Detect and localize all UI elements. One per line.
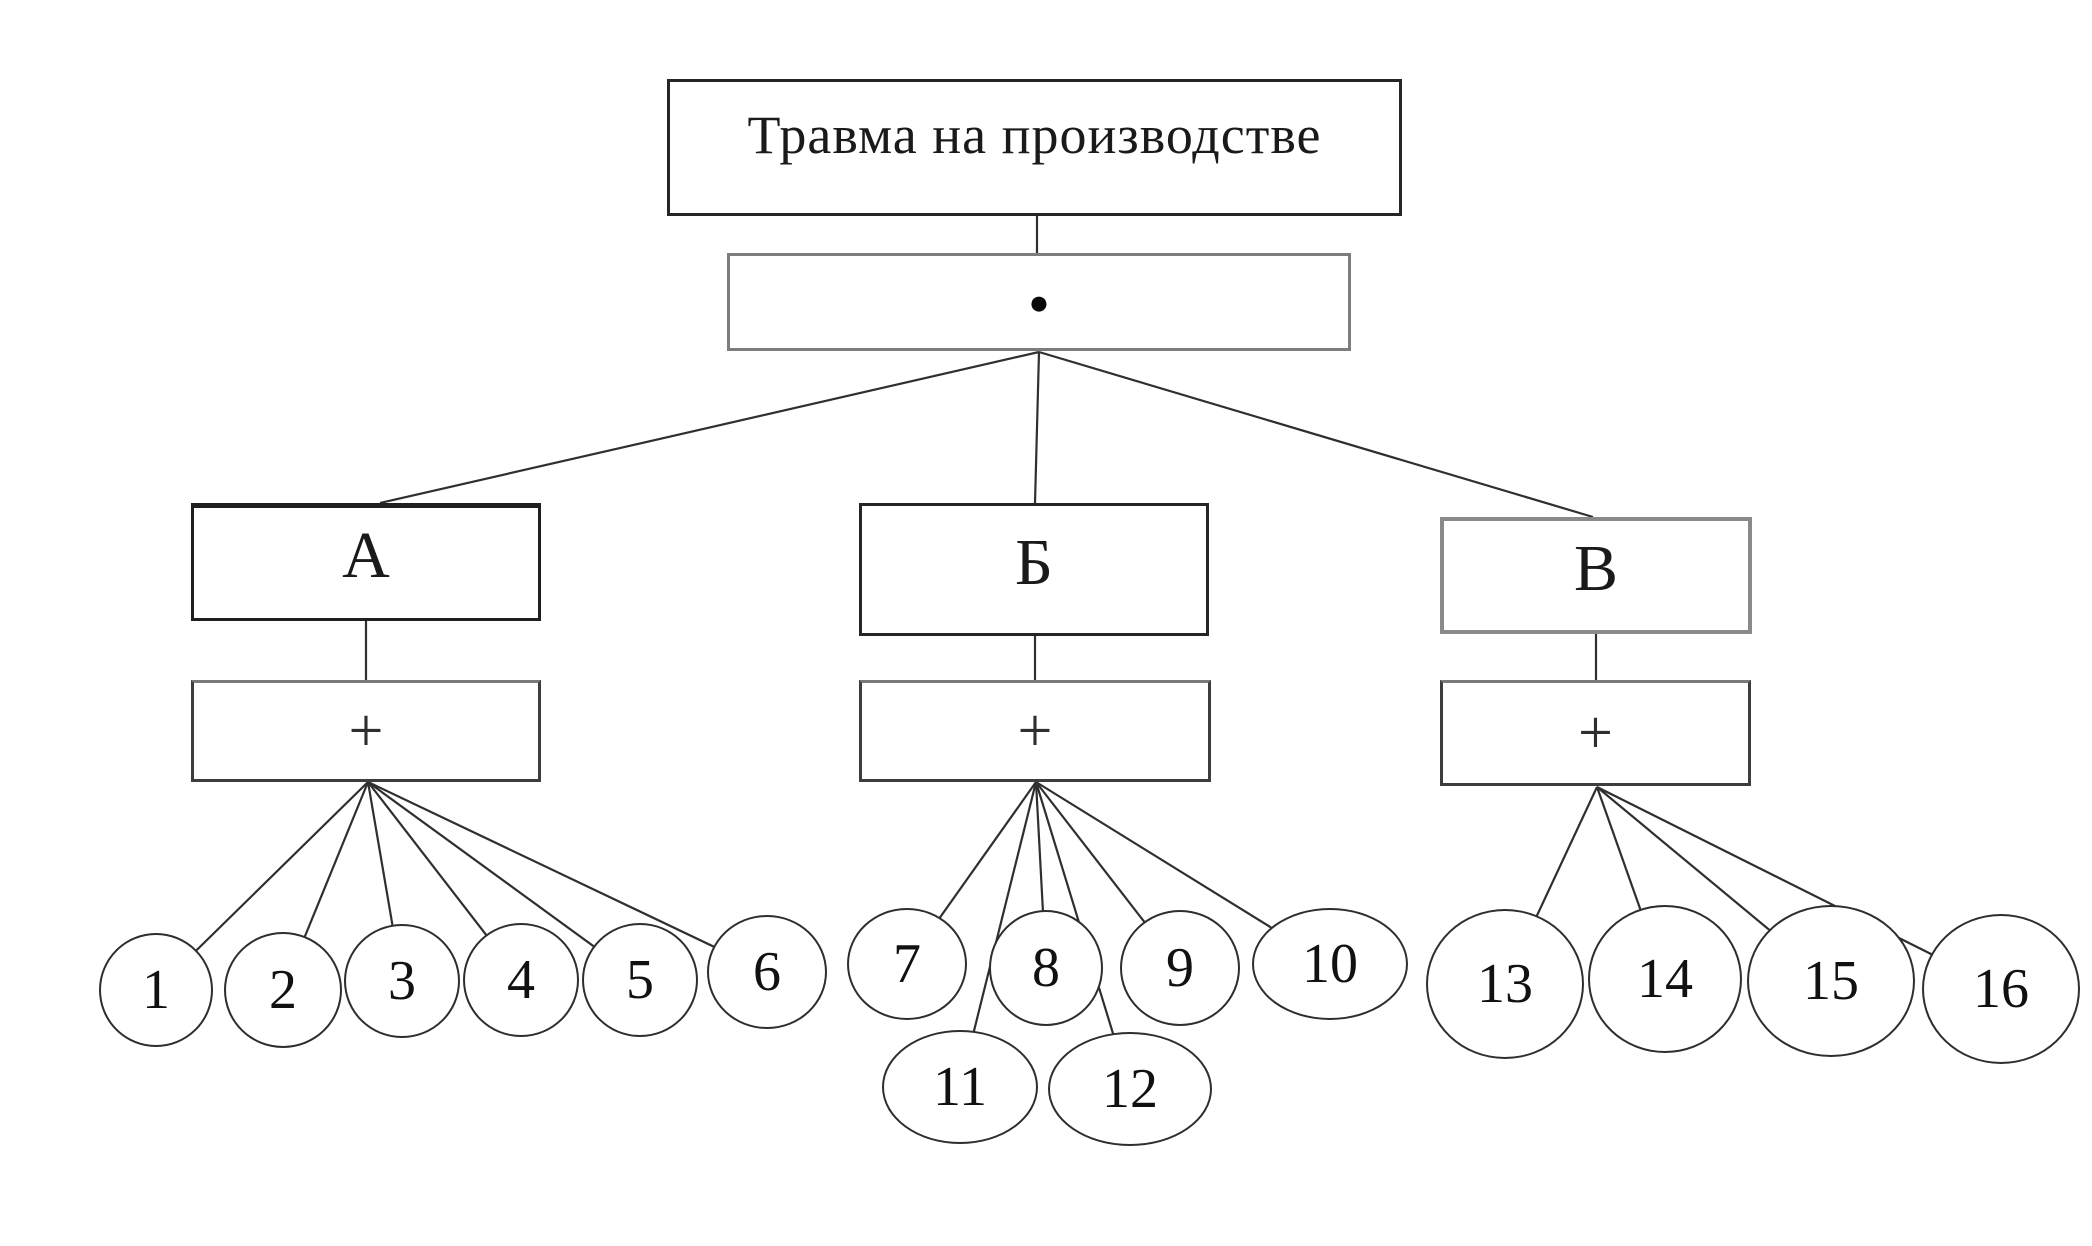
basic-event-1: 1 (99, 933, 213, 1047)
basic-event-label-1: 1 (142, 959, 170, 1021)
branch-box-a: А (191, 503, 541, 621)
edge-root-to-branch-v (1038, 350, 1594, 519)
basic-event-13: 13 (1426, 909, 1584, 1059)
basic-event-15: 15 (1747, 905, 1915, 1057)
basic-event-12: 12 (1048, 1032, 1212, 1146)
basic-event-14: 14 (1588, 905, 1742, 1053)
basic-event-label-4: 4 (507, 949, 535, 1011)
edge-gate-a-to-6 (367, 781, 768, 973)
basic-event-10: 10 (1252, 908, 1408, 1020)
gate-box-v: + (1440, 680, 1751, 786)
basic-event-label-13: 13 (1477, 953, 1533, 1015)
basic-event-label-15: 15 (1803, 950, 1859, 1012)
basic-event-label-12: 12 (1102, 1058, 1158, 1120)
basic-event-11: 11 (882, 1030, 1038, 1144)
basic-event-label-3: 3 (388, 950, 416, 1012)
root-gate-box: ● (727, 253, 1351, 351)
basic-event-16: 16 (1922, 914, 2080, 1064)
edge-root-to-branch-b (1033, 351, 1041, 504)
basic-event-label-16: 16 (1973, 958, 2029, 1020)
basic-event-label-5: 5 (626, 949, 654, 1011)
plus-gate-symbol-v: + (1578, 698, 1613, 767)
basic-event-2: 2 (224, 932, 342, 1048)
basic-event-label-10: 10 (1302, 933, 1358, 995)
gate-box-a: + (191, 680, 541, 782)
edge-root-to-branch-a (379, 350, 1040, 505)
branch-box-v: В (1440, 517, 1752, 634)
plus-gate-symbol-a: + (348, 696, 384, 765)
basic-event-label-6: 6 (753, 941, 781, 1003)
branch-box-b: Б (859, 503, 1209, 636)
basic-event-7: 7 (847, 908, 967, 1020)
basic-event-9: 9 (1120, 910, 1240, 1026)
basic-event-4: 4 (463, 923, 579, 1037)
dot-gate-symbol: ● (1028, 282, 1050, 322)
basic-event-5: 5 (582, 923, 698, 1037)
branch-label-a: А (342, 519, 390, 592)
basic-event-8: 8 (989, 910, 1103, 1026)
gate-box-b: + (859, 680, 1211, 782)
root-event-box: Травма на производстве (667, 79, 1402, 216)
root-event-label: Травма на производстве (747, 104, 1322, 165)
branch-label-b: Б (1015, 525, 1053, 599)
basic-event-label-7: 7 (893, 933, 921, 995)
basic-event-6: 6 (707, 915, 827, 1029)
basic-event-label-8: 8 (1032, 937, 1060, 999)
basic-event-3: 3 (344, 924, 460, 1038)
branch-label-v: В (1573, 531, 1619, 605)
basic-event-label-2: 2 (269, 959, 297, 1021)
basic-event-label-11: 11 (933, 1056, 987, 1118)
basic-event-label-9: 9 (1166, 937, 1194, 999)
basic-event-label-14: 14 (1637, 948, 1693, 1010)
plus-gate-symbol-b: + (1017, 696, 1053, 765)
